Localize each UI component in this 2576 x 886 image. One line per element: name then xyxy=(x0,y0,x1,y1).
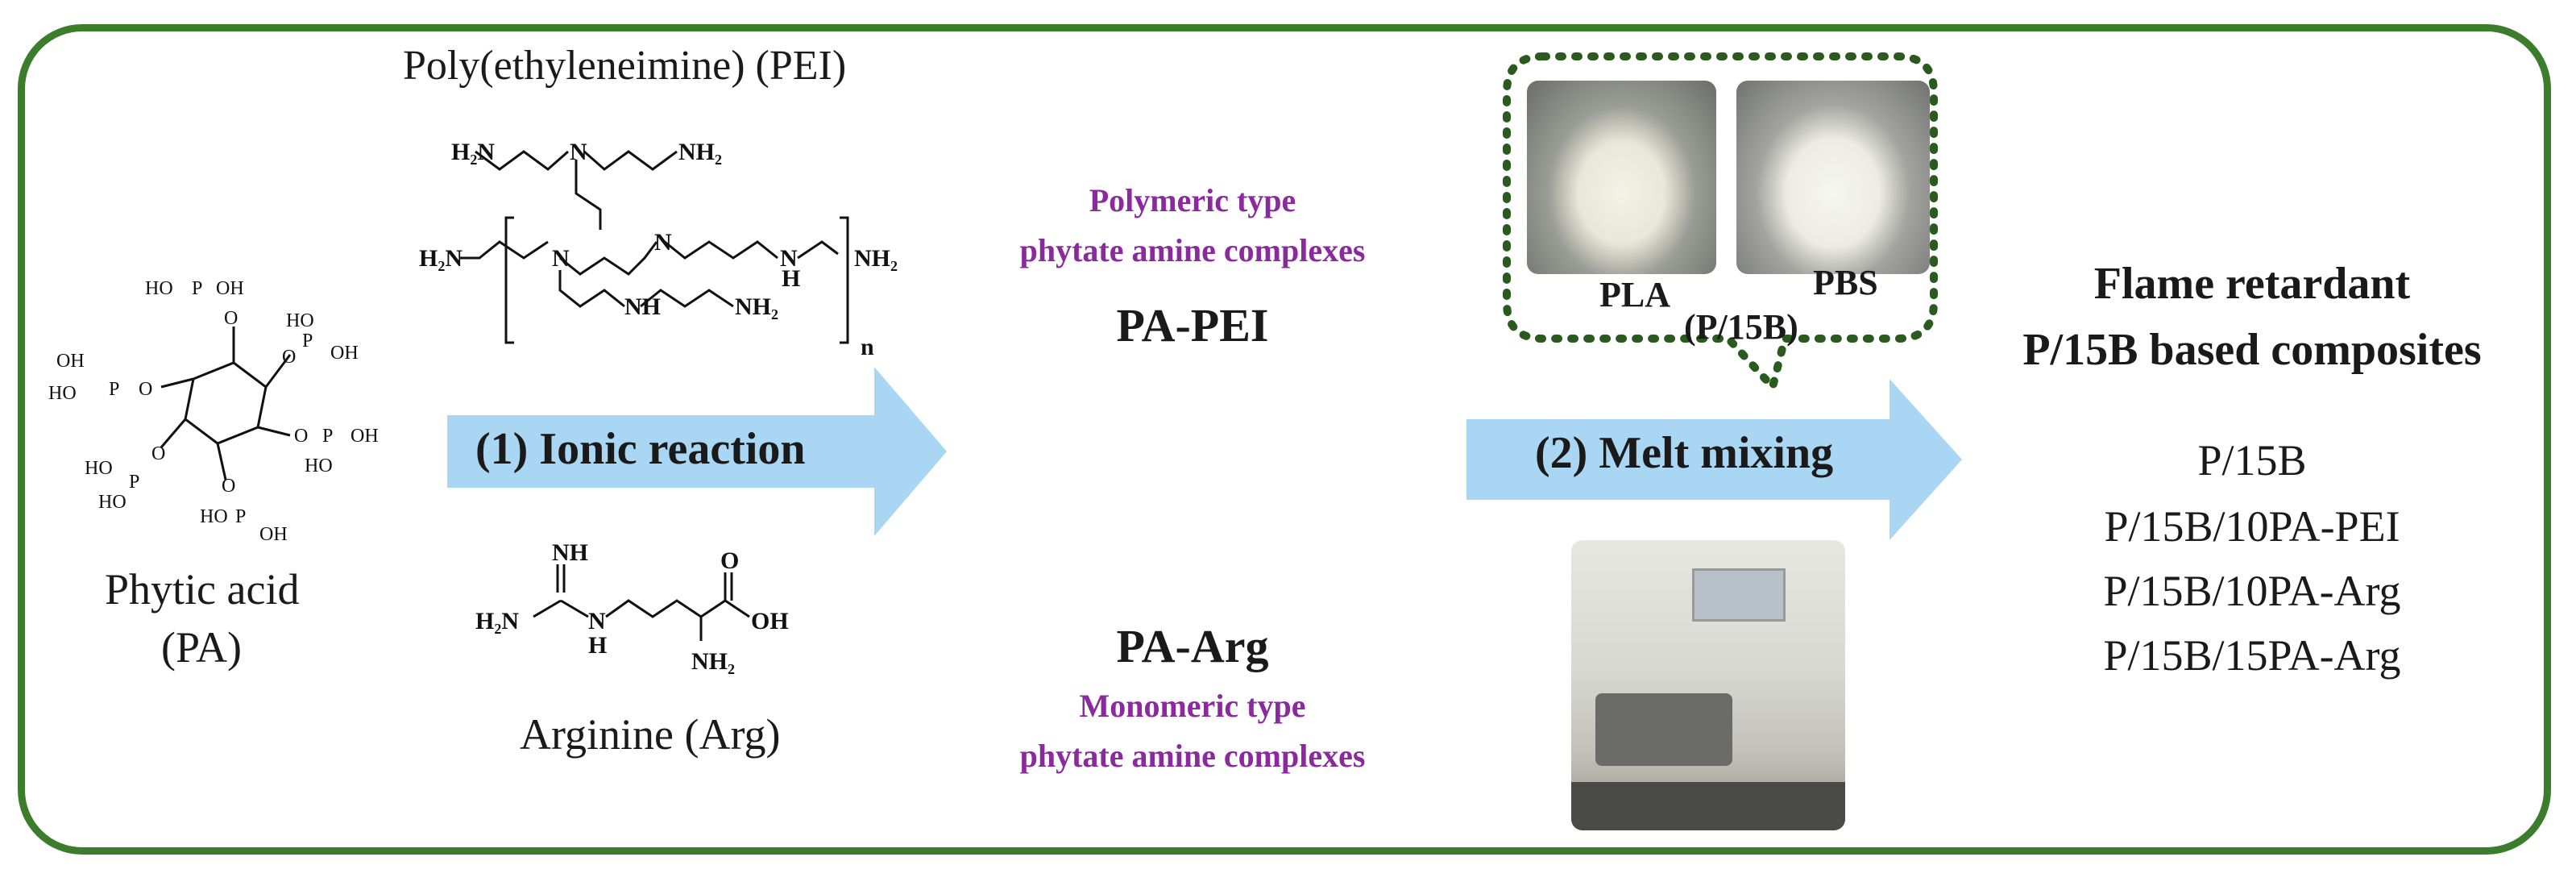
svg-text:HO: HO xyxy=(286,310,314,331)
pei-nh2-top: NH₂ xyxy=(678,139,722,165)
svg-text:HO: HO xyxy=(48,383,77,404)
ionic-reaction-arrow xyxy=(447,367,947,536)
pa-arg-label: PA-Arg xyxy=(1116,620,1269,672)
pbs-label: PBS xyxy=(1813,263,1878,302)
svg-text:NH: NH xyxy=(552,540,588,566)
pei-n-main2: N xyxy=(654,229,672,256)
svg-text:HO: HO xyxy=(98,492,127,513)
pei-h2n-top: H₂N xyxy=(451,139,495,165)
pei-title: Poly(ethyleneimine) (PEI) xyxy=(403,43,847,89)
svg-text:P: P xyxy=(235,506,246,527)
polymeric-type-line1: Polymeric type xyxy=(1089,182,1296,218)
svg-text:N: N xyxy=(588,608,606,634)
svg-text:P: P xyxy=(129,472,139,493)
svg-text:P: P xyxy=(322,426,333,447)
pla-pbs-bubble xyxy=(1503,52,1938,396)
melt-mixing-arrow xyxy=(1466,379,1962,540)
pei-repeat-n: n xyxy=(861,334,874,360)
pei-n-top: N xyxy=(570,139,587,165)
svg-text:HO: HO xyxy=(200,506,228,527)
pa-name-line1: Phytic acid xyxy=(105,565,300,614)
mixer-base xyxy=(1571,782,1845,830)
mixer-window xyxy=(1692,568,1786,622)
mixer-barrel xyxy=(1595,693,1732,766)
pla-pellets-image xyxy=(1527,81,1716,274)
svg-text:O: O xyxy=(720,547,739,574)
blend-label: (P/15B) xyxy=(1684,307,1798,347)
svg-text:O: O xyxy=(151,443,165,464)
melt-mixing-label: (2) Melt mixing xyxy=(1535,428,1834,478)
pei-n-main1: N xyxy=(552,245,570,272)
pa-name-line2: (PA) xyxy=(160,623,243,672)
svg-text:O: O xyxy=(222,476,235,497)
svg-text:HO: HO xyxy=(305,455,333,476)
result-item-2: P/15B/10PA-PEI xyxy=(2104,502,2400,551)
svg-text:OH: OH xyxy=(259,524,288,545)
melt-mixer-image xyxy=(1571,540,1845,830)
pei-h-main3: H xyxy=(782,265,800,292)
monomeric-type-line1: Monomeric type xyxy=(1079,688,1306,724)
svg-text:O: O xyxy=(294,426,308,447)
result-item-1: P/15B xyxy=(2197,436,2307,485)
result-title-line2: P/15B based composites xyxy=(2022,325,2482,375)
svg-text:O: O xyxy=(224,308,238,329)
svg-text:HO: HO xyxy=(145,278,173,299)
svg-text:H: H xyxy=(588,632,607,659)
outer-frame xyxy=(18,24,2551,855)
pla-label: PLA xyxy=(1599,275,1670,314)
svg-text:H₂N: H₂N xyxy=(475,608,519,634)
pei-nh2-right: NH₂ xyxy=(854,245,898,272)
pa-pei-label: PA-PEI xyxy=(1116,299,1269,351)
arginine-structure: NH H₂N N H NH₂ O OH xyxy=(475,540,789,675)
polymeric-type-line2: phytate amine complexes xyxy=(1019,232,1366,268)
result-item-3: P/15B/10PA-Arg xyxy=(2103,567,2401,615)
svg-text:OH: OH xyxy=(56,351,85,372)
result-item-4: P/15B/15PA-Arg xyxy=(2103,631,2401,680)
svg-text:P: P xyxy=(109,379,119,400)
pbs-pellets-image xyxy=(1736,81,1930,274)
pei-nh-bottom: NH xyxy=(624,293,661,320)
arginine-name: Arginine (Arg) xyxy=(520,710,781,759)
svg-text:P: P xyxy=(302,331,313,351)
svg-text:NH₂: NH₂ xyxy=(691,648,735,675)
monomeric-type-line2: phytate amine complexes xyxy=(1019,738,1366,774)
ionic-reaction-label: (1) Ionic reaction xyxy=(475,424,806,474)
svg-text:P: P xyxy=(192,278,202,299)
pei-h2n-left: H₂N xyxy=(419,245,463,272)
pei-nh2-bottom: NH₂ xyxy=(735,293,778,320)
pei-n-main3: N xyxy=(780,245,798,272)
svg-text:O: O xyxy=(282,347,296,368)
svg-text:OH: OH xyxy=(330,343,359,364)
svg-text:OH: OH xyxy=(751,608,789,634)
result-title-line1: Flame retardant xyxy=(2093,259,2411,309)
svg-text:OH: OH xyxy=(351,426,379,447)
pei-structure: H₂N N NH₂ H₂N N N N H NH₂ NH NH₂ n xyxy=(419,139,898,360)
svg-text:O: O xyxy=(139,379,152,400)
svg-text:HO: HO xyxy=(85,458,113,479)
svg-text:OH: OH xyxy=(216,278,244,299)
